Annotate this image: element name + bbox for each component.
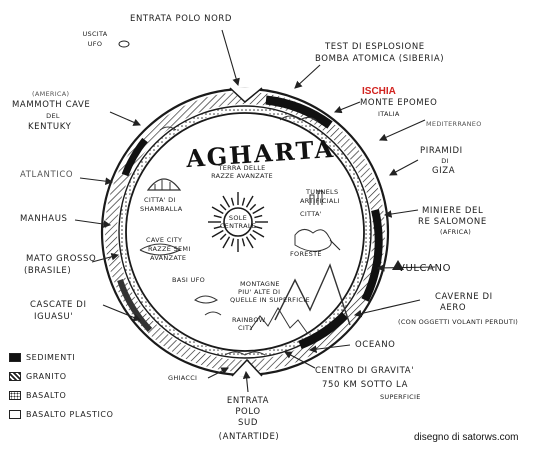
subtitle-line1: TERRA DELLE [218,164,266,172]
solomon-label-3: (AFRICA) [440,228,472,236]
sun-ray [219,233,227,241]
cave-city-label-2: RAZZE SEMI [148,245,191,253]
legend-row-sediments: SEDIMENTI [9,348,114,367]
forests-label: FORESTE [290,250,322,258]
epomeo-label-2: ITALIA [378,110,400,118]
interior-sketches [139,115,351,356]
sun-label-line1: SOLE [228,214,248,222]
solomon-label-1: MINIERE DEL [422,206,484,216]
mammoth-label-3: KENTUKY [28,122,72,132]
vulcano-label: VULCANO [398,263,452,274]
sun-ray [254,225,263,230]
iguasu-label-2: IGUASU' [34,312,74,322]
legend-row-basalt: BASALTO [9,386,114,405]
ufo-exit-label-2: UFO [87,40,103,48]
volcano-icon [392,260,404,270]
ischia-label: ISCHIA [362,86,396,97]
mountains-label-3: QUELLE IN SUPERFICIE [230,296,310,304]
rainbow-city-label-1: RAINBOW [232,316,266,324]
sun-ray [241,238,246,247]
gravity-label-3: SUPERFICIE [380,393,421,401]
mountains-label-1: MONTAGNE [240,280,280,288]
sun-ray [249,203,257,211]
aero-caves-label-2: AERO [440,303,467,313]
atomic-test-label-1: TEST DI ESPLOSIONE [325,42,425,52]
sun-label-line2: CENTRALE [219,222,257,230]
south-label-1: ENTRATA [226,396,270,406]
mammoth-label-1: MAMMOTH CAVE [12,100,91,110]
pyramids-label-2: DI [441,157,449,165]
credit-text: disegno di satorws.com [414,432,519,443]
sun-ray [211,229,224,238]
sun-ray [254,214,263,219]
south-label-4: (ANTARTIDE) [218,432,280,442]
mato-grosso-label-1: MATO GROSSO [26,254,97,264]
legend-row-plastic-basalt: BASALTO PLASTICO [9,405,114,424]
hatched-swatch [9,372,21,381]
sun-ray [222,236,231,249]
ufo-bases-label: BASI UFO [172,276,206,284]
legend-label: GRANITO [26,372,67,381]
america-label: (AMERICA) [32,90,70,98]
earth-crust-ring [100,87,390,377]
sun-ray [230,238,235,247]
atomic-test-label-2: BOMBA ATOMICA (SIBERIA) [315,54,445,64]
sun-ray [222,195,231,208]
mato-grosso-label-2: (BRASILE) [24,266,72,276]
empty-swatch [9,410,21,419]
aero-caves-label-3: (CON OGGETTI VOLANTI PERDUTI) [398,318,519,326]
gravity-label-1: CENTRO DI GRAVITA' [315,366,415,376]
shamballa-label-1: CITTA' DI [144,196,176,204]
pyramids-label-1: PIRAMIDI [420,146,463,156]
mammoth-label-2: DEL [46,112,60,120]
sun-ray [219,203,227,211]
rainbow-city-label-2: CITY [238,324,254,332]
iguasu-label-1: CASCATE DI [30,300,87,310]
mountains-label-2: PIU' ALTE DI [238,288,281,296]
city-label: CITTA' [300,210,322,218]
epomeo-label-1: MONTE EPOMEO [360,98,438,108]
cave-city-label-1: CAVE CITY [146,236,183,244]
gravity-label-2: 750 KM SOTTO LA [322,380,408,390]
shamballa-label-2: SHAMBALLA [140,205,183,213]
ice-label: GHIACCI [168,374,198,382]
legend-label: BASALTO [26,391,67,400]
south-label-3: SUD [238,418,258,428]
cave-city-label-3: AVANZATE [150,254,187,262]
tunnels-label-2: ARTIFICIALI [300,197,340,205]
pyramids-label-3: GIZA [432,166,456,176]
north-entrance-label: ENTRATA POLO NORD [130,14,233,24]
solid-black-swatch [9,353,21,362]
sun-ray [230,197,235,206]
sun-ray [245,236,254,249]
legend-row-granite: GRANITO [9,367,114,386]
sun-ray [211,206,224,215]
sun-ray [213,214,222,219]
ocean-label: OCEANO [355,340,396,350]
sun-ray [252,229,265,238]
ufo-icon [118,40,130,48]
legend-label: BASALTO PLASTICO [26,410,114,419]
legend: SEDIMENTI GRANITO BASALTO BASALTO PLASTI… [9,348,114,424]
sun-ray [252,206,265,215]
sun-ray [213,225,222,230]
tunnels-label-1: TUNNELS [306,188,339,196]
sun-ray [241,197,246,206]
legend-label: SEDIMENTI [26,353,76,362]
sun-ray [249,233,257,241]
solomon-label-2: RE SALOMONE [418,217,487,227]
manhaus-label: MANHAUS [20,214,68,224]
dotted-swatch [9,391,21,400]
sun-ray [245,195,254,208]
subtitle-line2: RAZZE AVANZATE [211,172,273,180]
label-arrows [74,29,436,393]
south-label-2: POLO [235,407,261,417]
ufo-exit-label-1: USCITA [82,30,108,38]
central-sun [208,192,268,252]
mediterranean-label: MEDITERRANEO [426,120,482,128]
atlantic-label: ATLANTICO [20,170,74,180]
aero-caves-label-1: CAVERNE DI [435,292,493,302]
